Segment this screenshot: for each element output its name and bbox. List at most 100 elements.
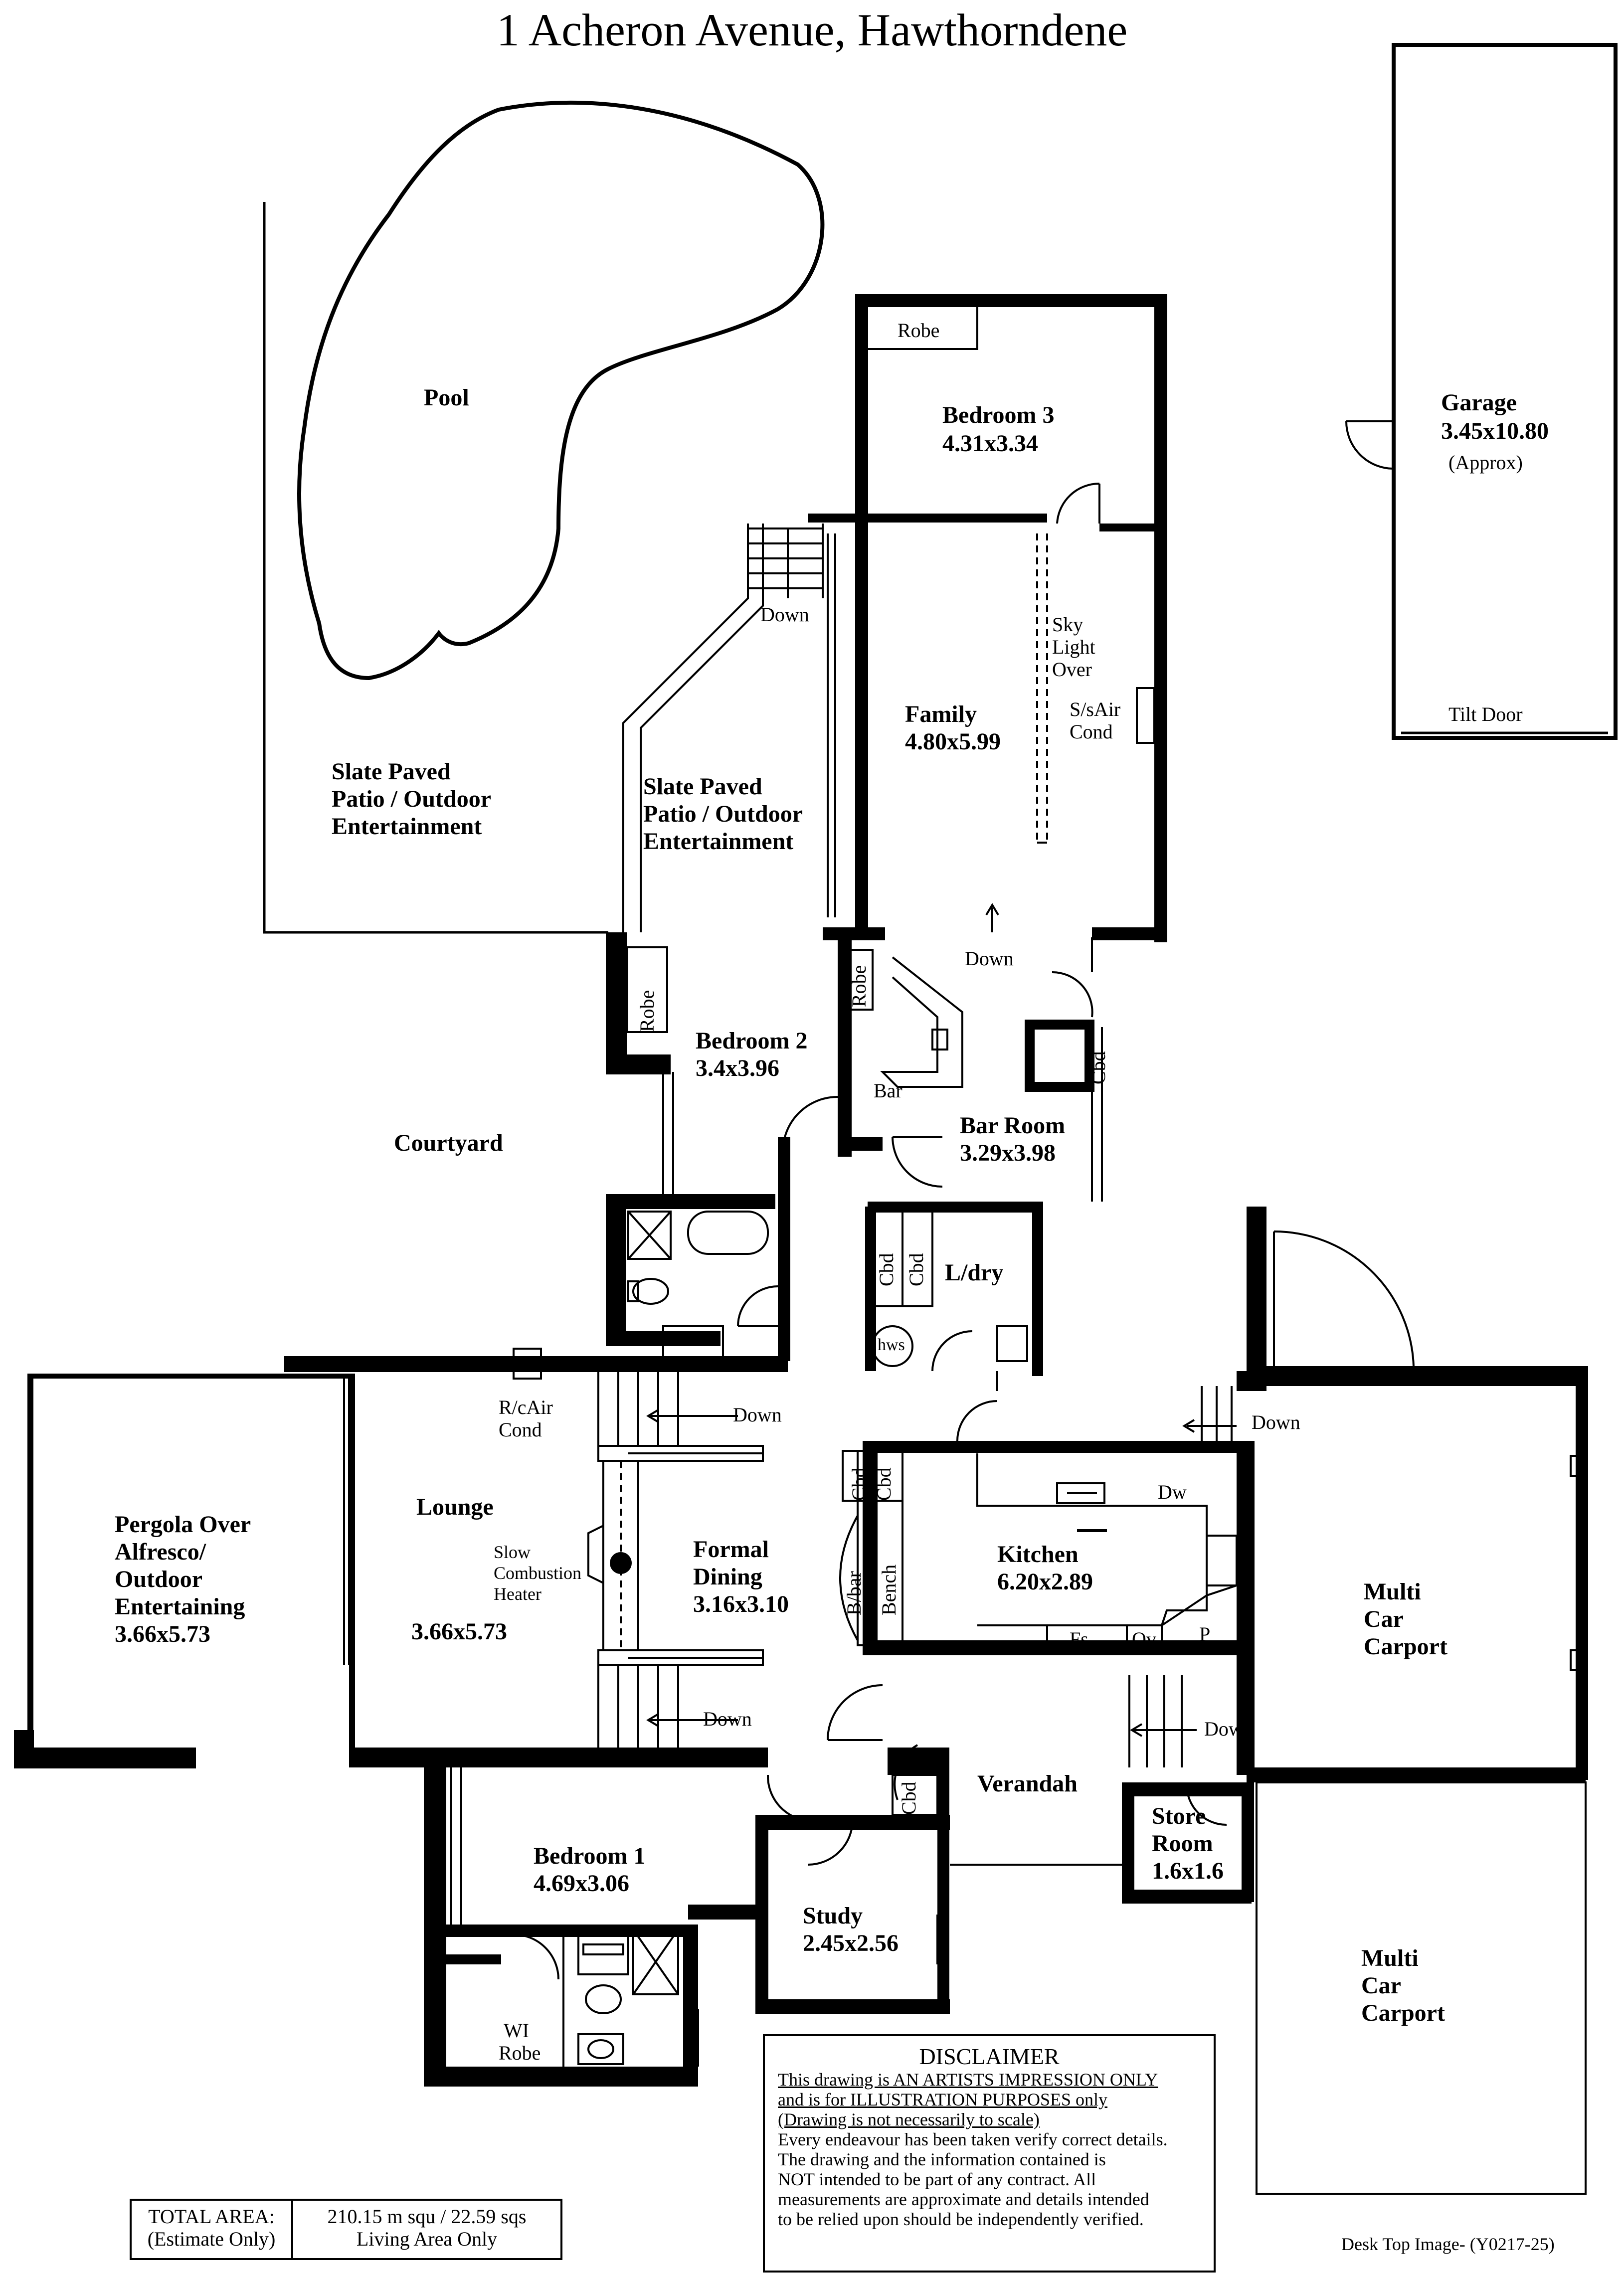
- page-title: 1 Acheron Avenue, Hawthorndene: [496, 4, 1128, 55]
- store-room-label-1: Store: [1152, 1803, 1206, 1829]
- walk-in-robe-label-1: WI: [504, 2019, 530, 2042]
- courtyard-label: Courtyard: [394, 1130, 503, 1156]
- disclaimer-line: and is for ILLUSTRATION PURPOSES only: [778, 2090, 1108, 2109]
- skylight-label: Sky: [1052, 613, 1083, 636]
- aircon-label-2: Cond: [499, 1418, 542, 1441]
- heater-label-3: Heater: [494, 1584, 541, 1604]
- store-room-size: 1.6x1.6: [1152, 1858, 1224, 1884]
- total-area-box: TOTAL AREA: (Estimate Only) 210.15 m squ…: [130, 2199, 562, 2260]
- stairs-down-label-lower: Down: [703, 1708, 752, 1730]
- bar-room-label: Bar Room: [960, 1112, 1066, 1139]
- slate-patio-left-3: Entertainment: [332, 813, 482, 840]
- pergola-label-3: Outdoor: [115, 1566, 203, 1592]
- garage-size: 3.45x10.80: [1441, 418, 1549, 444]
- study-label: Study: [803, 1903, 863, 1929]
- bar-robe-label: Robe: [848, 965, 870, 1007]
- carport-upper-label-2: Car: [1364, 1606, 1404, 1632]
- pool-label: Pool: [424, 384, 469, 411]
- bedroom3-label: Bedroom 3: [942, 402, 1055, 428]
- aircon-label: R/cAir: [499, 1396, 553, 1418]
- pergola-label-4: Entertaining: [115, 1593, 245, 1620]
- kitchen-size: 6.20x2.89: [997, 1569, 1093, 1595]
- store-room-label-2: Room: [1152, 1830, 1213, 1857]
- formal-dining-label-2: Dining: [693, 1564, 762, 1590]
- total-area-value: 210.15 m squ / 22.59 sqs: [327, 2205, 527, 2228]
- disclaimer-line: measurements are approximate and details…: [778, 2189, 1149, 2209]
- disclaimer-line: to be relied upon should be independentl…: [778, 2209, 1144, 2229]
- footer-reference: Desk Top Image- (Y0217-25): [1341, 2234, 1555, 2254]
- skylight-label-3: Over: [1052, 658, 1092, 681]
- bedroom2-label: Bedroom 2: [696, 1028, 808, 1054]
- stairs-down-label-top: Down: [760, 603, 809, 626]
- bar-room-cbd-label: Cbd: [1087, 1051, 1109, 1084]
- pergola-label-2: Alfresco/: [115, 1539, 206, 1565]
- bedroom1-size: 4.69x3.06: [534, 1870, 629, 1897]
- slate-patio-left-1: Slate Paved: [332, 758, 451, 785]
- split-aircon-label: S/sAir: [1070, 698, 1121, 720]
- disclaimer-box: DISCLAIMER This drawing is AN ARTISTS IM…: [763, 2034, 1216, 2273]
- split-aircon-label-2: Cond: [1070, 720, 1113, 743]
- carport-upper-label-3: Carport: [1364, 1633, 1447, 1660]
- garage-outline: [1392, 43, 1618, 740]
- family-size: 4.80x5.99: [905, 728, 1001, 755]
- fridge-space-label: Fs: [1070, 1628, 1088, 1650]
- study-size: 2.45x2.56: [803, 1930, 899, 1956]
- walls: [14, 294, 1588, 2087]
- garage-label: Garage: [1441, 389, 1517, 416]
- heater-label-1: Slow: [494, 1542, 531, 1562]
- disclaimer-line: Every endeavour has been taken verify co…: [778, 2129, 1168, 2149]
- bedroom3-size: 4.31x3.34: [942, 430, 1038, 457]
- formal-dining-size: 3.16x3.10: [693, 1591, 789, 1617]
- laundry-cbd-label-2: Cbd: [905, 1253, 927, 1286]
- family-label: Family: [905, 701, 977, 727]
- total-area-label: TOTAL AREA:: [148, 2205, 275, 2228]
- slate-patio-right-1: Slate Paved: [643, 773, 762, 800]
- bedroom2-size: 3.4x3.96: [696, 1055, 779, 1081]
- laundry-label: L/dry: [945, 1259, 1004, 1286]
- slate-patio-left-2: Patio / Outdoor: [332, 786, 491, 812]
- laundry-cbd-label-1: Cbd: [875, 1253, 898, 1286]
- pergola-label-1: Pergola Over: [115, 1511, 251, 1538]
- disclaimer-line: (Drawing is not necessarily to scale): [778, 2109, 1040, 2129]
- bedroom2-robe-label: Robe: [636, 990, 658, 1032]
- kitchen-label: Kitchen: [997, 1541, 1079, 1568]
- hot-water-label: hws: [878, 1336, 905, 1354]
- verandah-label: Verandah: [977, 1770, 1078, 1797]
- dishwasher-label: Dw: [1158, 1481, 1187, 1503]
- kitchen-cbd-label-1: Cbd: [848, 1467, 870, 1501]
- skylight-label-2: Light: [1052, 636, 1095, 658]
- pergola-size: 3.66x5.73: [115, 1621, 210, 1647]
- oven-label: Ov: [1132, 1628, 1156, 1650]
- slate-patio-right-3: Entertainment: [643, 828, 794, 855]
- verandah-stairs-down-label: Down: [1204, 1718, 1253, 1740]
- bedroom1-label: Bedroom 1: [534, 1843, 646, 1869]
- disclaimer-line: NOT intended to be part of any contract.…: [778, 2169, 1096, 2189]
- walk-in-robe-label-2: Robe: [499, 2042, 541, 2064]
- patio-boundary: [263, 202, 608, 934]
- bbar-label: B/bar: [843, 1571, 865, 1615]
- carport-lower-label-2: Car: [1361, 1972, 1401, 1999]
- stairs-down-label-mid: Down: [733, 1403, 782, 1426]
- bar-label: Bar: [874, 1079, 902, 1102]
- kitchen-stairs-down-label: Down: [1252, 1411, 1300, 1433]
- formal-dining-label-1: Formal: [693, 1536, 769, 1563]
- bench-label: Bench: [878, 1564, 900, 1615]
- carport-upper-label-1: Multi: [1364, 1578, 1421, 1605]
- garage-approx-note: (Approx): [1448, 451, 1523, 474]
- lounge-size: 3.66x5.73: [411, 1618, 507, 1645]
- carport-lower-label-1: Multi: [1361, 1945, 1419, 1971]
- family-down-label: Down: [965, 947, 1014, 970]
- disclaimer-title: DISCLAIMER: [919, 2044, 1060, 2069]
- study-cbd-label: Cbd: [898, 1781, 920, 1815]
- carport-lower-label-3: Carport: [1361, 2000, 1445, 2026]
- disclaimer-line: This drawing is AN ARTISTS IMPRESSION ON…: [778, 2070, 1158, 2090]
- lounge-label: Lounge: [416, 1494, 494, 1520]
- pool-outline: [297, 100, 825, 681]
- kitchen-cbd-label-2: Cbd: [873, 1467, 895, 1501]
- bar-room-size: 3.29x3.98: [960, 1140, 1056, 1166]
- bedroom3-robe-label: Robe: [898, 319, 940, 342]
- pantry-label: P: [1199, 1623, 1211, 1645]
- heater-label-2: Combustion: [494, 1563, 582, 1583]
- garage-tilt-door-label: Tilt Door: [1448, 703, 1523, 725]
